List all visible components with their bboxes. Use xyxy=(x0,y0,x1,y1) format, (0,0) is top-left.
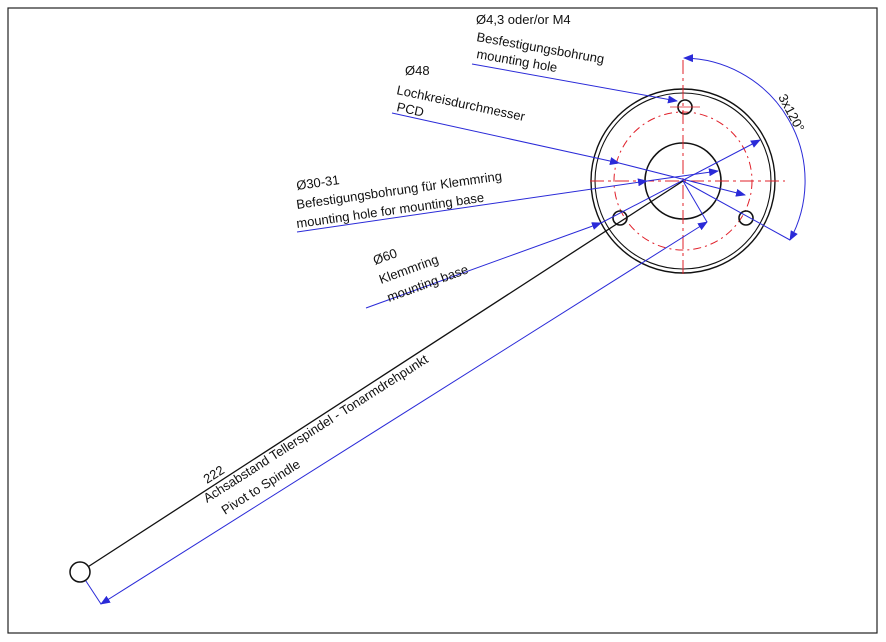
distance-dimension xyxy=(100,221,708,605)
angle-label: 3x120° xyxy=(775,91,807,134)
pcd-leader xyxy=(391,112,620,165)
mounting-plate xyxy=(590,60,785,275)
angle-extension xyxy=(682,180,791,241)
dimension-lines xyxy=(79,54,806,605)
base-hole-label: Ø30-31 Befestigungsbohrung für Klemmring… xyxy=(295,168,502,231)
mount-hole-label: Ø4,3 oder/or M4 Besfestigungsbohrung mou… xyxy=(475,12,605,75)
mount-hole-leader xyxy=(471,63,678,104)
pcd-dimension xyxy=(618,162,746,197)
spindle-pivot-line xyxy=(79,180,684,573)
distance-label-line2: Achsabstand Tellerspindel - Tonarmdrehpu… xyxy=(201,351,431,505)
pcd-label: Ø48 Lochkreisdurchmesser PCD xyxy=(395,63,527,124)
mount-hole-label-line1: Ø4,3 oder/or M4 xyxy=(476,12,571,27)
distance-label: 222 Achsabstand Tellerspindel - Tonarmdr… xyxy=(201,351,431,517)
angle-arc xyxy=(683,54,806,241)
distance-extension xyxy=(682,180,708,223)
drawing-frame xyxy=(7,7,878,634)
clamp-ring-label: Ø60 Klemmring mounting base xyxy=(371,245,470,305)
clamp-ring-label-line1: Ø60 xyxy=(371,245,399,268)
base-hole-label-line1: Ø30-31 xyxy=(295,172,340,193)
pcd-label-line1: Ø48 xyxy=(405,63,430,78)
pivot-circle xyxy=(69,561,91,583)
pcd-label-line3: PCD xyxy=(395,99,425,119)
